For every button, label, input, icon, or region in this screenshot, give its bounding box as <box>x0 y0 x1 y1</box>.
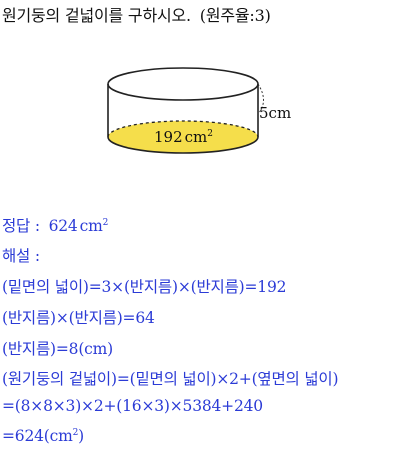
answer-exp: 2 <box>102 217 109 228</box>
cylinder-top <box>107 67 259 101</box>
base-area-value: 192 <box>154 128 183 146</box>
answer-label: 정답 : <box>2 217 45 235</box>
final-prefix: =624(cm <box>2 427 73 445</box>
height-label: 5cm <box>259 104 292 122</box>
final-suffix: ) <box>78 427 84 445</box>
cylinder-base-back-edge <box>107 120 259 138</box>
cylinder-drawing <box>107 67 264 154</box>
answer-value: 624 <box>48 217 78 235</box>
explanation-line-2: (반지름)×(반지름)=64 <box>2 309 155 327</box>
explanation-line-3: (반지름)=8(cm) <box>2 340 113 358</box>
base-area-unit: cm <box>184 128 208 146</box>
pi-note: (원주율:3) <box>199 6 271 25</box>
final-result: =624(cm2) <box>2 427 84 445</box>
cylinder-base <box>108 121 258 153</box>
final-exp: 2 <box>72 427 79 438</box>
answer-unit: cm <box>79 217 103 235</box>
cylinder-base-front-edge <box>107 136 259 154</box>
question-line: 원기둥의 겉넓이를 구하시오. (원주율:3) <box>2 2 271 26</box>
explanation-line-1: (밑면의 넓이)=3×(반지름)×(반지름)=192 <box>2 278 287 296</box>
explanation-label: 해설 : <box>2 247 40 265</box>
base-area-exp: 2 <box>207 129 213 139</box>
explanation-line-5: =(8×8×3)×2+(16×3)×5384+240 <box>2 397 263 415</box>
question-text: 원기둥의 겉넓이를 구하시오. <box>2 6 191 25</box>
height-marker <box>257 83 264 115</box>
explanation-line-4: (원기둥의 겉넓이)=(밑면의 넓이)×2+(옆면의 넓이) <box>2 370 339 388</box>
